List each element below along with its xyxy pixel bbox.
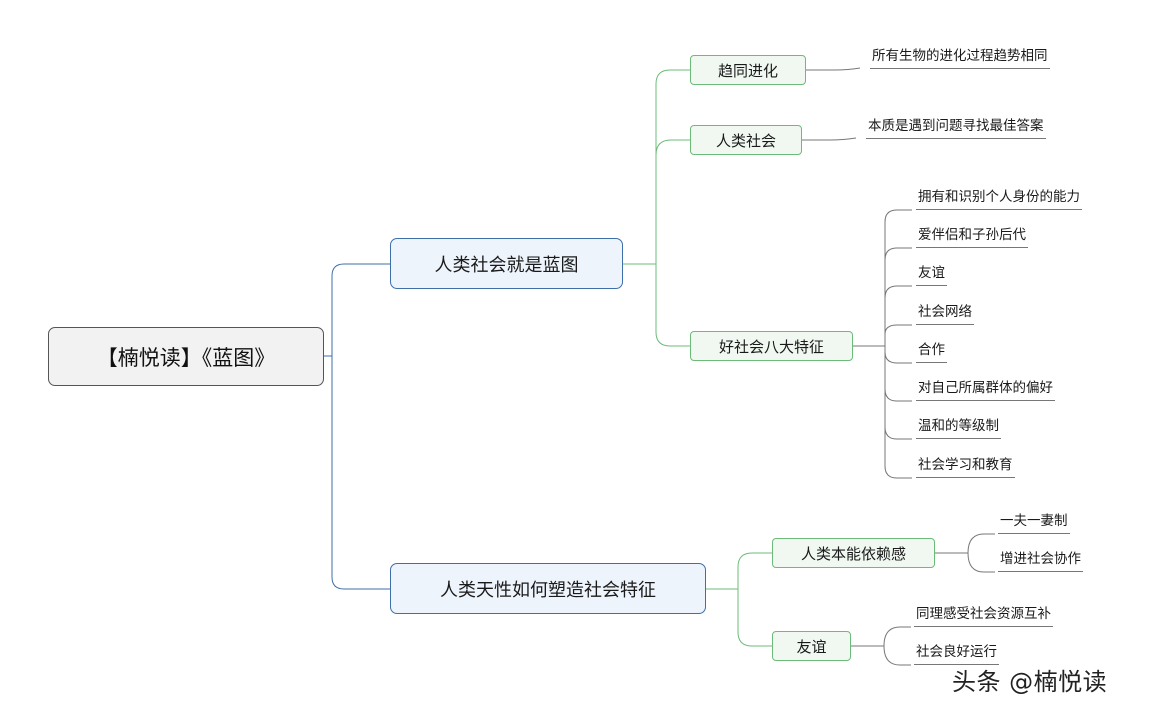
branch-node-blueprint[interactable]: 人类社会就是蓝图 <box>390 238 623 289</box>
leaf-collaboration[interactable]: 增进社会协作 <box>998 551 1083 572</box>
sub-node-convergent-evolution[interactable]: 趋同进化 <box>690 55 806 85</box>
root-node[interactable]: 【楠悦读】《蓝图》 <box>48 327 324 386</box>
sub-node-human-society[interactable]: 人类社会 <box>690 125 802 155</box>
watermark: 头条 @楠悦读 <box>952 668 1108 696</box>
sub-node-instinct[interactable]: 人类本能依赖感 <box>772 538 935 568</box>
leaf-trait-identity[interactable]: 拥有和识别个人身份的能力 <box>916 189 1082 210</box>
sub-node-friendship[interactable]: 友谊 <box>772 631 851 661</box>
leaf-trait-network[interactable]: 社会网络 <box>916 304 974 325</box>
leaf-trait-hierarchy[interactable]: 温和的等级制 <box>916 418 1001 439</box>
leaf-trait-learning[interactable]: 社会学习和教育 <box>916 457 1015 478</box>
leaf-society-essence[interactable]: 本质是遇到问题寻找最佳答案 <box>866 118 1046 139</box>
leaf-trait-love[interactable]: 爱伴侣和子孙后代 <box>916 227 1028 248</box>
leaf-empathy[interactable]: 同理感受社会资源互补 <box>914 606 1053 627</box>
leaf-trait-ingroup[interactable]: 对自己所属群体的偏好 <box>916 380 1055 401</box>
leaf-evolution-trend[interactable]: 所有生物的进化过程趋势相同 <box>870 48 1050 69</box>
sub-node-eight-traits[interactable]: 好社会八大特征 <box>690 331 853 361</box>
leaf-monogamy[interactable]: 一夫一妻制 <box>998 513 1070 534</box>
leaf-trait-friendship[interactable]: 友谊 <box>916 265 947 286</box>
branch-node-human-nature[interactable]: 人类天性如何塑造社会特征 <box>390 563 706 614</box>
leaf-trait-cooperation[interactable]: 合作 <box>916 342 947 363</box>
leaf-society-runs[interactable]: 社会良好运行 <box>914 644 999 665</box>
